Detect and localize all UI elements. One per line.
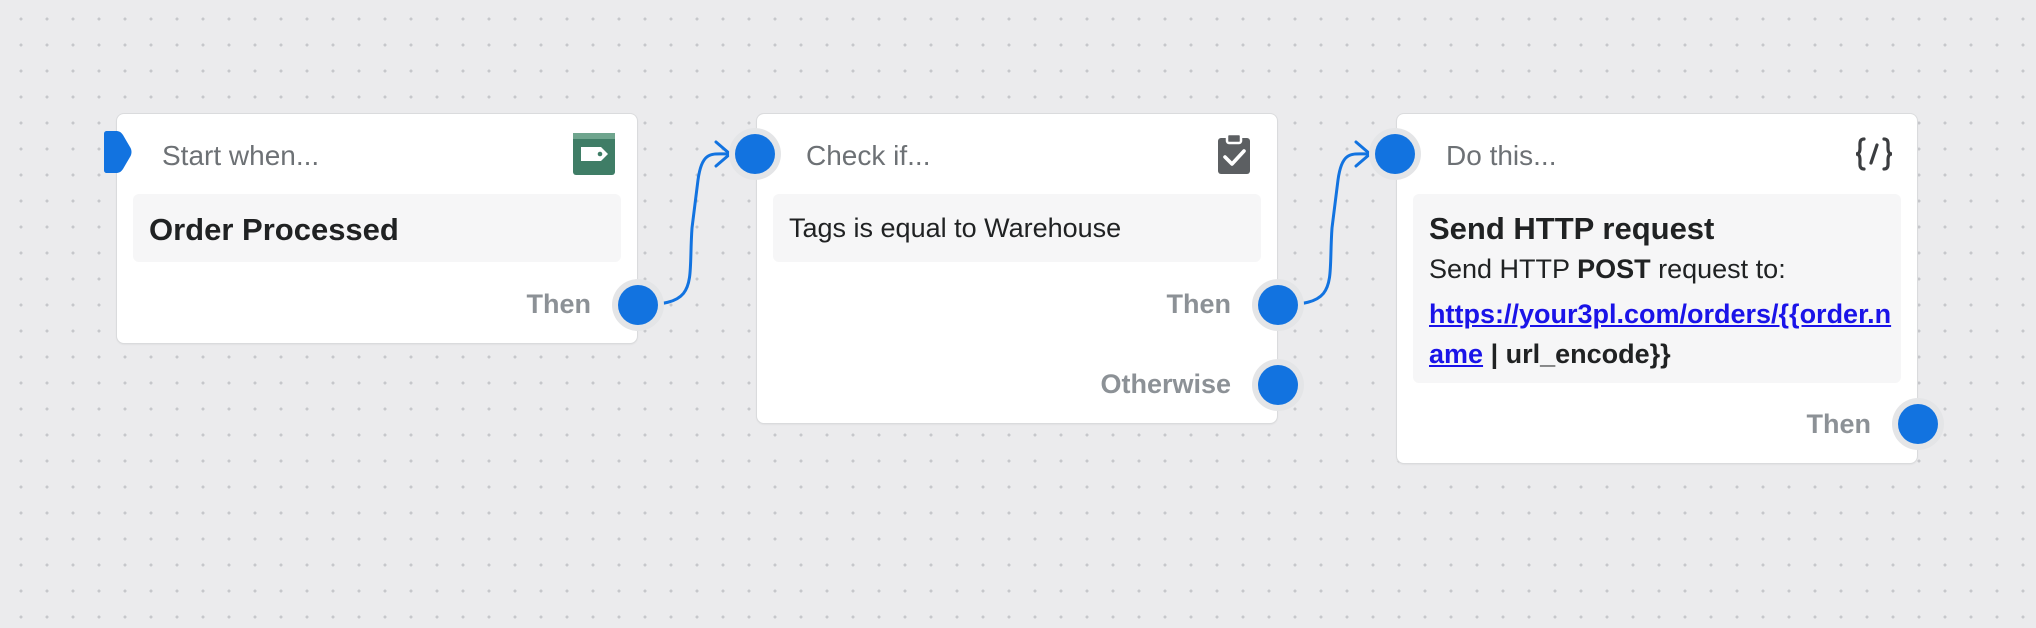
action-text-before: Send HTTP [1429, 254, 1570, 284]
port-dot [618, 285, 658, 325]
action-text-after: request to: [1658, 254, 1786, 284]
connector-condition-to-action [1277, 152, 1371, 307]
card-header: Start when... [117, 114, 637, 194]
card-header-label: Do this... [1446, 140, 1557, 171]
clipboard-check-icon [1218, 133, 1250, 174]
port-dot [1375, 134, 1415, 174]
output-port-otherwise[interactable] [1252, 359, 1304, 411]
port-dot [735, 134, 775, 174]
request-url: https://your3pl.com/orders/{{order.name … [1429, 294, 1899, 374]
output-label-then: Then [526, 289, 592, 319]
output-port-then[interactable] [612, 279, 664, 331]
code-braces-icon [1855, 137, 1893, 171]
output-label-otherwise: Otherwise [1100, 369, 1231, 399]
output-label-then: Then [1166, 289, 1232, 319]
card-header-label: Start when... [162, 140, 320, 171]
request-url-link[interactable]: https://your3pl.com/orders/{{order.name [1429, 299, 1892, 369]
action-body[interactable]: Send HTTP request Send HTTP POST request… [1413, 194, 1901, 383]
condition-body[interactable]: Tags is equal to Warehouse [773, 194, 1261, 262]
card-header-label: Check if... [806, 140, 931, 171]
input-port[interactable] [1369, 128, 1421, 180]
output-port-then[interactable] [1252, 279, 1304, 331]
connector-trigger-to-condition [637, 152, 731, 307]
action-card[interactable]: Do this... Send HTTP request Send HTTP P… [1397, 114, 1917, 463]
output-label-then: Then [1806, 409, 1872, 439]
output-port-then[interactable] [1892, 398, 1944, 450]
request-url-filter: | url_encode}} [1490, 339, 1671, 369]
trigger-card[interactable]: Start when... Order Processed Then [117, 114, 637, 343]
card-header: Do this... [1397, 114, 1917, 194]
port-dot [1258, 285, 1298, 325]
action-name: Send HTTP request [1429, 211, 1715, 246]
action-description: Send HTTP POST request to: [1429, 254, 1786, 285]
input-port[interactable] [729, 128, 781, 180]
start-marker-icon [104, 131, 132, 173]
order-tag-icon [573, 133, 615, 175]
port-dot [1258, 365, 1298, 405]
http-method: POST [1577, 254, 1651, 284]
condition-card[interactable]: Check if... Tags is equal to Warehouse T… [757, 114, 1277, 423]
trigger-body[interactable]: Order Processed [133, 194, 621, 262]
port-dot [1898, 404, 1938, 444]
trigger-name: Order Processed [149, 212, 399, 247]
condition-rule: Tags is equal to Warehouse [789, 213, 1122, 243]
card-header: Check if... [757, 114, 1277, 194]
